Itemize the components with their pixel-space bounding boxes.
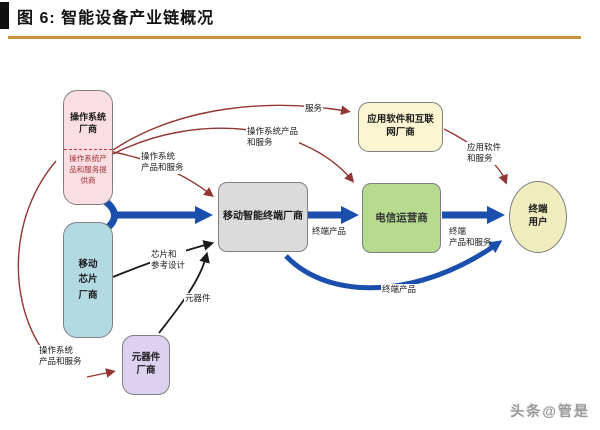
edge-label-os-products-to-component: 操作系统产品和服务 [38,345,83,368]
node-app-internet-vendor: 应用软件和互联网厂商 [358,102,443,152]
node-os-vendor: 操作系统厂商 操作系统产品和服务提供商 [63,90,113,205]
edge-label-terminal-product-services: 终端产品和服务 [449,226,492,248]
node-os-vendor-sublabel: 操作系统产品和服务提供商 [69,154,107,186]
node-component-vendor-label: 元器件厂商 [131,352,161,376]
edge-label-terminal-product: 终端产品 [312,226,347,236]
node-app-internet-vendor-label: 应用软件和互联网厂商 [367,114,434,138]
edge-label-os-products-to-telecom: 操作系统产品和服务 [246,126,300,149]
edge-label-app-software-services: 应用软件和服务 [466,142,503,165]
node-chip-vendor-label: 移动芯片厂商 [78,259,98,301]
line-os-down-left [17,160,57,347]
figure-title: 图 6: 智能设备产业链概况 [17,10,215,27]
title-accent-bar [0,2,9,29]
node-end-user: 终端用户 [509,181,567,253]
arrow-os-to-component [86,368,116,378]
edge-label-terminal-product-curve: 终端产品 [381,284,418,296]
title-underline [8,36,581,39]
node-terminal-vendor-label: 移动智能终端厂商 [223,211,303,223]
os-vendor-divider [64,149,112,151]
node-chip-vendor: 移动芯片厂商 [63,222,113,338]
edge-label-component: 元器件 [184,293,212,305]
edge-label-os-products-to-terminal: 操作系统产品和服务 [140,151,185,174]
edge-label-service: 服务 [304,103,324,115]
node-terminal-vendor: 移动智能终端厂商 [218,182,308,252]
arrow-terminal-to-user-curve [284,240,503,291]
watermark: 头条@管是 [510,403,590,419]
node-telecom-operator-label: 电信运营商 [375,211,428,224]
node-telecom-operator: 电信运营商 [362,183,441,253]
node-os-vendor-label: 操作系统厂商 [69,112,106,135]
edge-label-chip-reference-design: 芯片和参考设计 [150,249,187,272]
node-end-user-label: 终端用户 [528,204,548,228]
node-component-vendor: 元器件厂商 [122,335,170,395]
